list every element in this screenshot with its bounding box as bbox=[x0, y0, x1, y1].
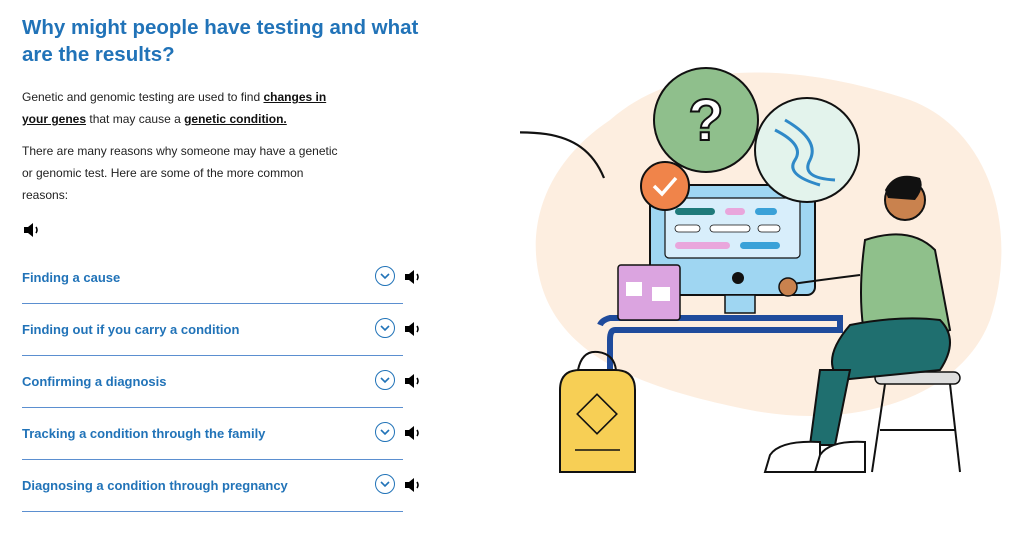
genetic-testing-illustration: ? bbox=[520, 67, 1002, 473]
reasons-paragraph: There are many reasons why someone may h… bbox=[22, 144, 338, 202]
page-title: Why might people have testing and what a… bbox=[22, 16, 419, 66]
intro-text-middle: that may cause a bbox=[86, 112, 185, 126]
changes-in-genes-link[interactable]: changes in your genes bbox=[22, 90, 327, 126]
accordion-item[interactable]: Diagnosing a condition through pregnancy bbox=[22, 460, 419, 512]
accordion-item-label: Confirming a diagnosis bbox=[22, 374, 167, 389]
accordion-item[interactable]: Tracking a condition through the family bbox=[22, 408, 419, 460]
accordion-item[interactable]: Finding out if you carry a condition bbox=[22, 304, 419, 356]
chevron-down-icon[interactable] bbox=[375, 422, 395, 442]
chevron-down-icon[interactable] bbox=[375, 370, 395, 390]
genetic-condition-link[interactable]: genetic condition. bbox=[184, 112, 287, 126]
accordion-item[interactable]: Confirming a diagnosis bbox=[22, 356, 419, 408]
intro-paragraph: Genetic and genomic testing are used to … bbox=[22, 86, 332, 130]
intro-text: Genetic and genomic testing are used to … bbox=[22, 90, 264, 104]
content-column: Why might people have testing and what a… bbox=[22, 14, 432, 206]
svg-text:?: ? bbox=[688, 88, 723, 153]
speaker-icon[interactable] bbox=[403, 475, 423, 495]
accordion-item-label: Finding a cause bbox=[22, 270, 121, 285]
accordion-item[interactable]: Finding a cause bbox=[22, 252, 419, 304]
accordion-item-label: Finding out if you carry a condition bbox=[22, 322, 240, 337]
speaker-icon[interactable] bbox=[22, 220, 42, 240]
accordion-item-label: Diagnosing a condition through pregnancy bbox=[22, 478, 288, 493]
speaker-icon[interactable] bbox=[403, 423, 423, 443]
chevron-down-icon[interactable] bbox=[375, 318, 395, 338]
chevron-down-icon[interactable] bbox=[375, 266, 395, 286]
accordion-item-label: Tracking a condition through the family bbox=[22, 426, 266, 441]
speaker-icon[interactable] bbox=[403, 319, 423, 339]
speaker-icon[interactable] bbox=[403, 371, 423, 391]
chevron-down-icon[interactable] bbox=[375, 474, 395, 494]
speaker-icon[interactable] bbox=[403, 267, 423, 287]
